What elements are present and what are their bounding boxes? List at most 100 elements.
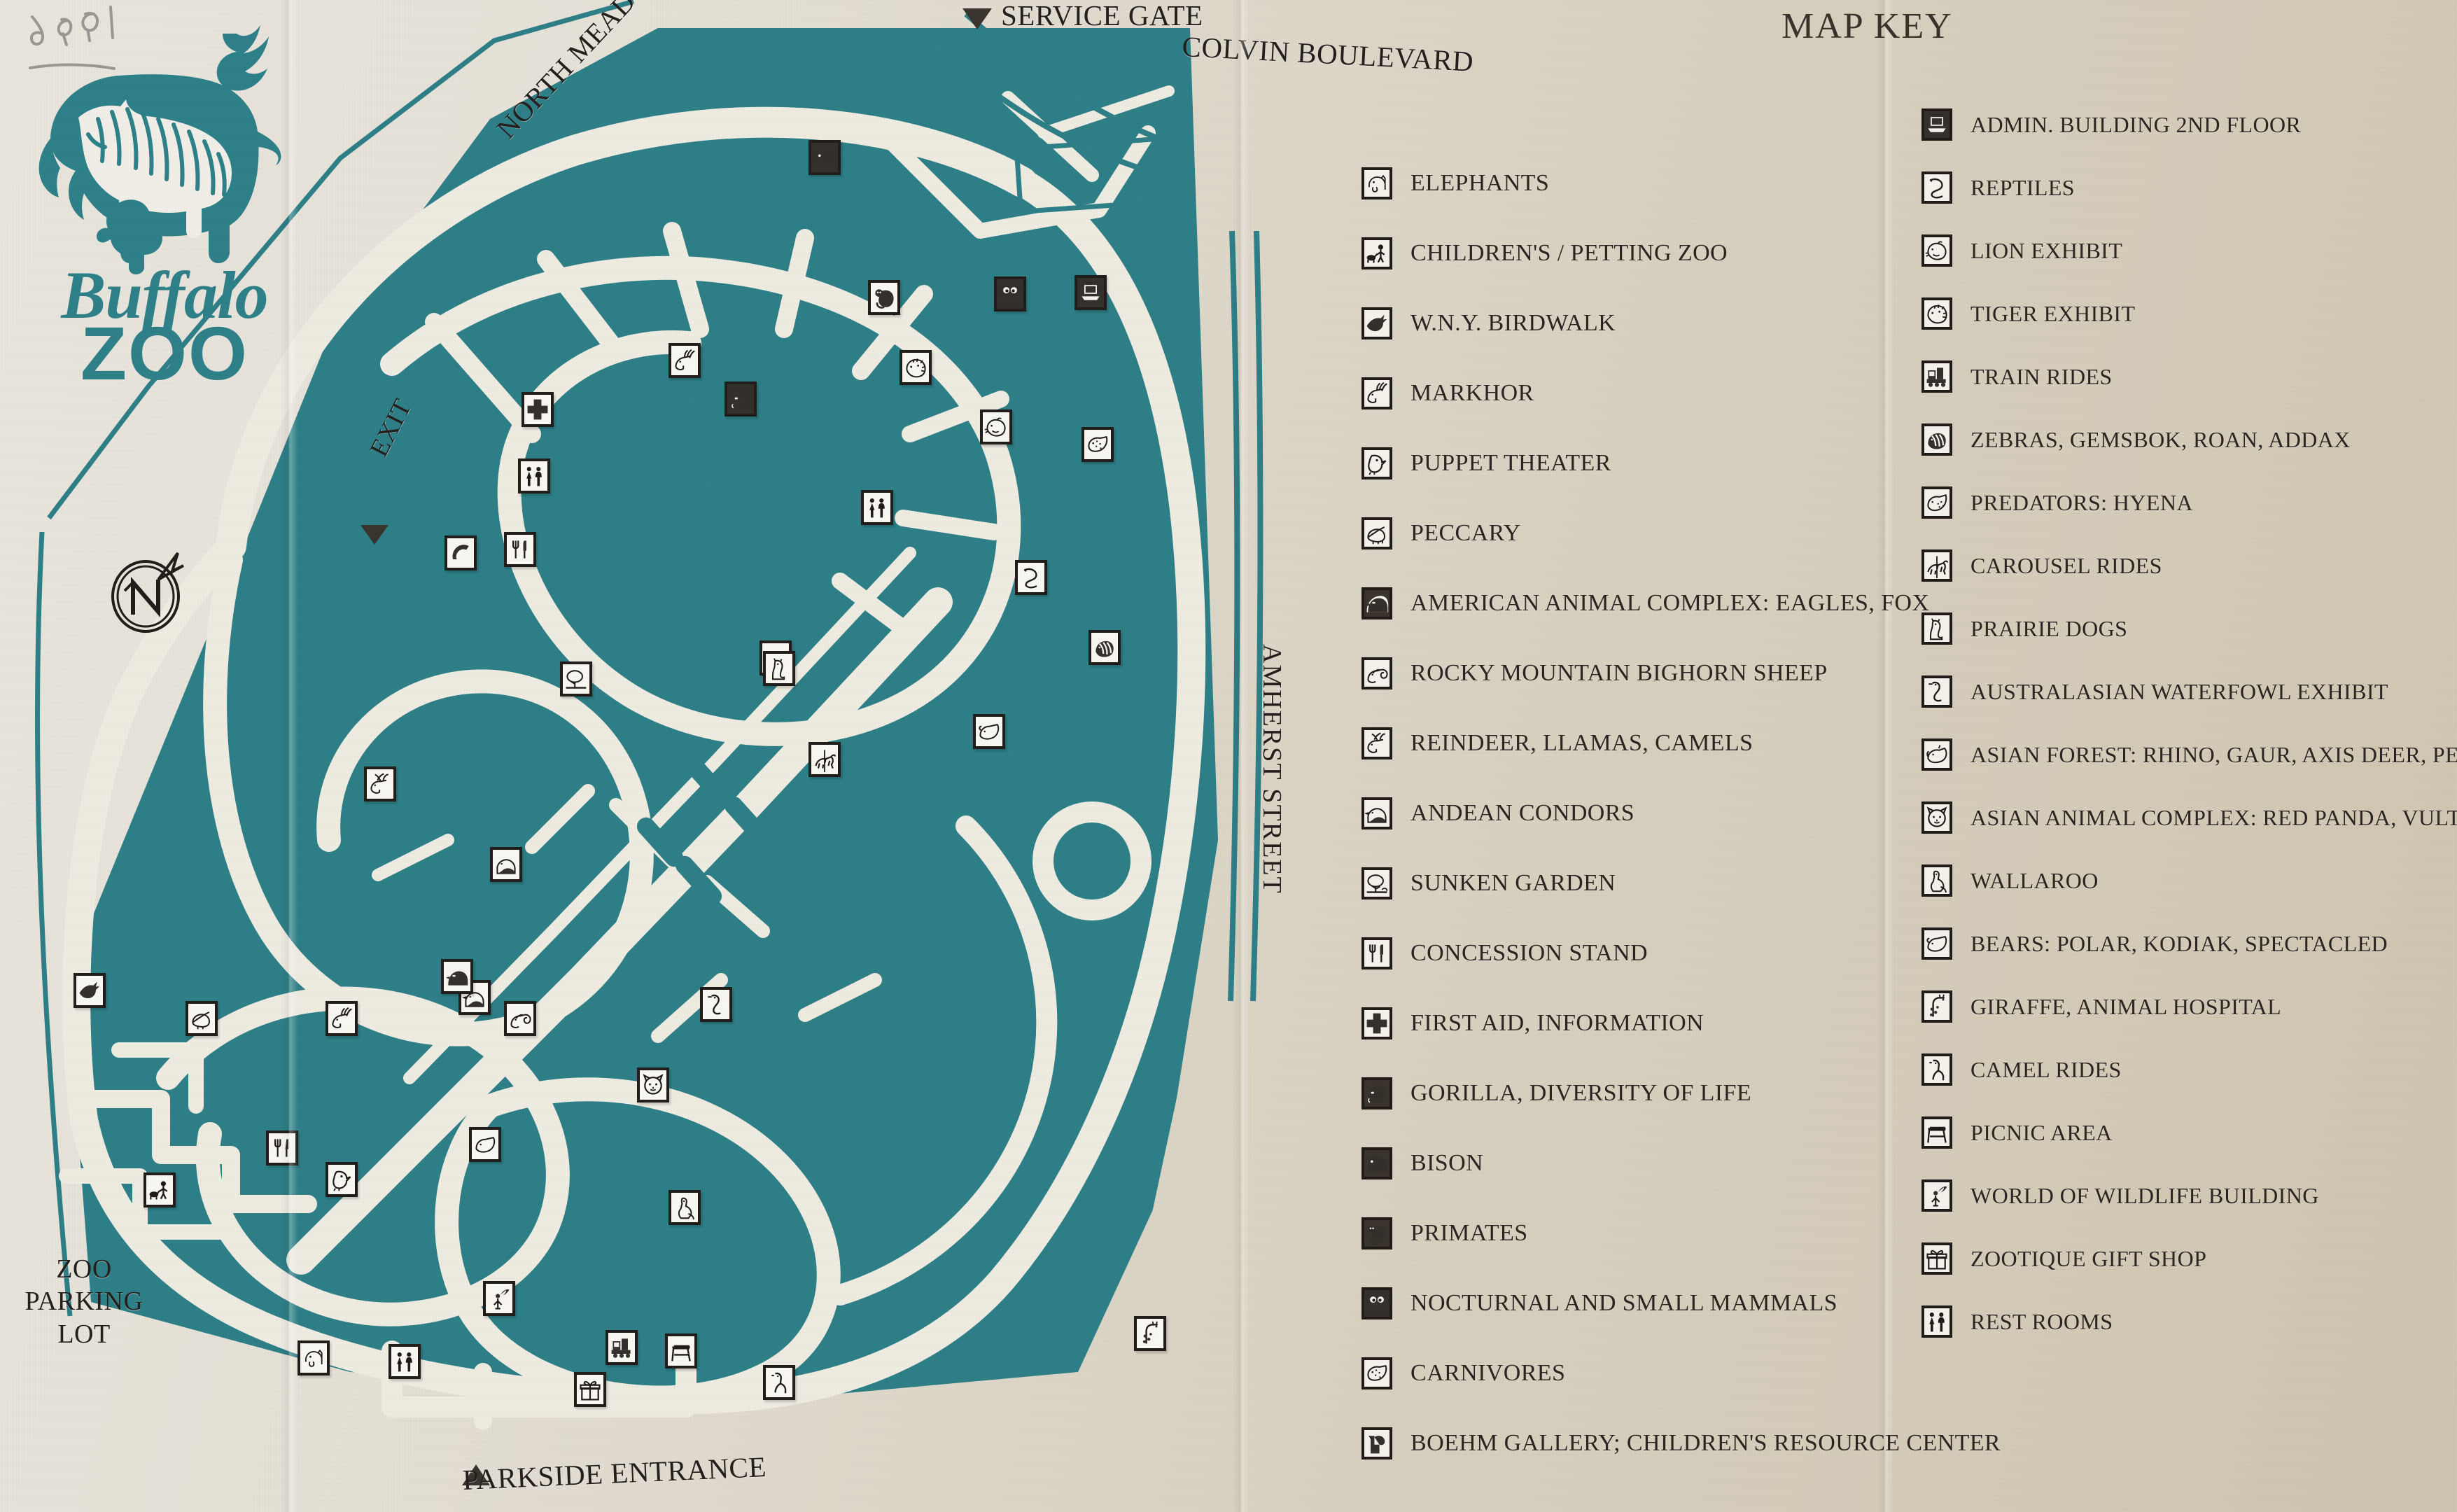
map-key-entry: GIRAFFE, ANIMAL HOSPITAL xyxy=(1921,990,2454,1023)
map-marker-picnic-icon[interactable] xyxy=(665,1334,697,1368)
bears-icon xyxy=(1921,927,1952,960)
map-key-entry: TIGER EXHIBIT xyxy=(1921,298,2454,330)
map-marker-wallaroo-icon[interactable] xyxy=(668,1190,701,1225)
map-marker-giraffe-icon[interactable] xyxy=(1134,1316,1166,1351)
redpanda-icon xyxy=(1921,802,1952,834)
map-marker-markhor2-icon[interactable] xyxy=(326,1001,358,1036)
map-marker-carousel-icon[interactable] xyxy=(808,742,841,777)
map-key-entry: REPTILES xyxy=(1921,172,2454,204)
map-marker-bears2-icon[interactable] xyxy=(469,1127,501,1162)
map-marker-wny-birdwalk-icon[interactable] xyxy=(74,973,106,1008)
map-marker-prairiedog-icon[interactable] xyxy=(763,651,795,686)
restroom-icon xyxy=(1921,1306,1952,1338)
map-marker-concession2-icon[interactable] xyxy=(266,1130,298,1166)
map-key-label: ADMIN. BUILDING 2ND FLOOR xyxy=(1970,111,2302,137)
map-key-entry: WORLD OF WILDLIFE BUILDING xyxy=(1921,1180,2454,1212)
map-key-entry: FIRST AID, INFORMATION xyxy=(1362,1007,1893,1040)
map-key-label: ASIAN ANIMAL COMPLEX: RED PANDA, VULTURE… xyxy=(1970,804,2457,830)
zoo-map-panel[interactable]: Buffalo ZOO NORTH MEADOW DRIVE SERVICE G… xyxy=(0,0,1474,1512)
map-key-entry: ASIAN ANIMAL COMPLEX: RED PANDA, VULTURE… xyxy=(1921,802,2457,834)
map-key-entry: ZOOTIQUE GIFT SHOP xyxy=(1921,1242,2454,1275)
map-marker-zootique-icon[interactable] xyxy=(574,1372,606,1407)
map-key-label: W.N.Y. BIRDWALK xyxy=(1410,310,1616,336)
map-marker-childrens-icon[interactable] xyxy=(144,1172,176,1208)
map-marker-admin-icon[interactable] xyxy=(1074,275,1107,310)
map-key-entry: CAROUSEL RIDES xyxy=(1921,550,2454,582)
admin-icon xyxy=(1921,108,1952,141)
map-marker-zebra-icon[interactable] xyxy=(1088,630,1121,665)
map-key-label: CARNIVORES xyxy=(1410,1360,1566,1386)
map-key-label: ZOOTIQUE GIFT SHOP xyxy=(1970,1245,2207,1271)
train-icon xyxy=(1921,360,1952,393)
map-key-entry: BOEHM GALLERY; CHILDREN'S RESOURCE CENTE… xyxy=(1362,1427,2001,1460)
map-key-label: WORLD OF WILDLIFE BUILDING xyxy=(1970,1182,2319,1208)
map-key-entry: ASIAN FOREST: RHINO, GAUR, AXIS DEER, PE… xyxy=(1921,738,2457,771)
map-marker-nocturnal-icon[interactable] xyxy=(994,276,1026,312)
map-key-entry: WALLAROO xyxy=(1921,864,2454,897)
map-key-entry: PICNIC AREA xyxy=(1921,1116,2454,1149)
map-marker-restroom-icon[interactable] xyxy=(518,458,550,493)
nocturnal-icon xyxy=(1362,1287,1392,1320)
map-key-label: GIRAFFE, ANIMAL HOSPITAL xyxy=(1970,993,2282,1019)
giraffe-icon xyxy=(1921,990,1952,1023)
map-marker-bighorn-icon[interactable] xyxy=(504,1001,536,1036)
map-marker-restroom-icon-2[interactable] xyxy=(861,490,893,525)
service-gate-marker-icon xyxy=(962,8,992,29)
map-key-entry: MARKHOR xyxy=(1362,377,1893,410)
garden-icon xyxy=(1362,867,1392,899)
map-key-entry: ELEPHANTS xyxy=(1362,167,1893,200)
map-marker-waterfowl-icon[interactable] xyxy=(700,987,732,1022)
map-marker-lion-icon[interactable] xyxy=(980,410,1012,444)
map-key-label: ELEPHANTS xyxy=(1410,170,1550,196)
map-marker-gorilla-icon[interactable] xyxy=(724,382,757,416)
map-marker-eagle-icon[interactable] xyxy=(441,959,473,994)
map-marker-elephant-icon[interactable] xyxy=(298,1340,330,1376)
puppet-icon xyxy=(1362,447,1392,479)
map-marker-phone-icon[interactable] xyxy=(444,536,477,570)
concession-icon xyxy=(1362,937,1392,969)
map-marker-redpanda-icon[interactable] xyxy=(637,1068,669,1102)
bighorn-icon xyxy=(1362,657,1392,690)
map-marker-peccary2-icon[interactable] xyxy=(186,1001,218,1036)
map-key-entry: REST ROOMS xyxy=(1921,1306,2454,1338)
lion-icon xyxy=(1921,234,1952,267)
map-marker-concession-icon[interactable] xyxy=(504,532,536,567)
map-marker-train-icon[interactable] xyxy=(606,1330,638,1365)
map-marker-sunkengarden-icon[interactable] xyxy=(560,662,592,696)
map-marker-andean-icon[interactable] xyxy=(490,847,522,882)
map-key-label: ZEBRAS, GEMSBOK, ROAN, ADDAX xyxy=(1970,426,2351,452)
map-marker-reptiles-icon[interactable] xyxy=(1015,560,1047,595)
map-key-entry: PRAIRIE DOGS xyxy=(1921,612,2454,645)
map-key-label: PREDATORS: HYENA xyxy=(1970,489,2193,515)
map-marker-firstaid-icon[interactable] xyxy=(522,392,554,427)
parkside-entrance-marker-icon xyxy=(462,1464,490,1485)
wallaroo-icon xyxy=(1921,864,1952,897)
map-marker-markhor-icon[interactable] xyxy=(668,343,701,378)
map-key-label: ASIAN FOREST: RHINO, GAUR, AXIS DEER, PE… xyxy=(1970,741,2457,767)
map-key-label: SUNKEN GARDEN xyxy=(1410,870,1616,896)
map-key-label: CAROUSEL RIDES xyxy=(1970,552,2162,578)
garden-beds xyxy=(636,757,810,906)
map-key-entry: ZEBRAS, GEMSBOK, ROAN, ADDAX xyxy=(1921,424,2454,456)
map-marker-camel-icon[interactable] xyxy=(763,1365,795,1400)
map-key-entry: SUNKEN GARDEN xyxy=(1362,867,1893,899)
map-key-label: REINDEER, LLAMAS, CAMELS xyxy=(1410,730,1754,756)
map-marker-condor-icon[interactable] xyxy=(458,980,491,1015)
map-key-title: MAP KEY xyxy=(1782,6,1953,46)
map-marker-bears-icon[interactable] xyxy=(973,714,1005,749)
map-marker-restroom-icon-3[interactable] xyxy=(388,1344,421,1379)
map-key-label: PICNIC AREA xyxy=(1970,1119,2113,1145)
map-key-entry: W.N.Y. BIRDWALK xyxy=(1362,307,1893,340)
zebra-icon xyxy=(1921,424,1952,456)
map-key-label: PUPPET THEATER xyxy=(1410,450,1611,476)
map-marker-primates-icon[interactable] xyxy=(868,280,900,315)
map-key-label: CAMEL RIDES xyxy=(1970,1056,2122,1082)
map-marker-wow-icon[interactable] xyxy=(483,1281,515,1316)
map-marker-puppet-icon[interactable] xyxy=(326,1162,358,1197)
map-marker-reindeer-icon[interactable] xyxy=(364,766,396,802)
map-marker-carnivores-icon[interactable] xyxy=(1082,427,1114,462)
map-marker-bison-icon[interactable] xyxy=(808,140,841,175)
map-marker-tiger-icon[interactable] xyxy=(899,350,932,385)
prairiedog-icon xyxy=(1921,612,1952,645)
